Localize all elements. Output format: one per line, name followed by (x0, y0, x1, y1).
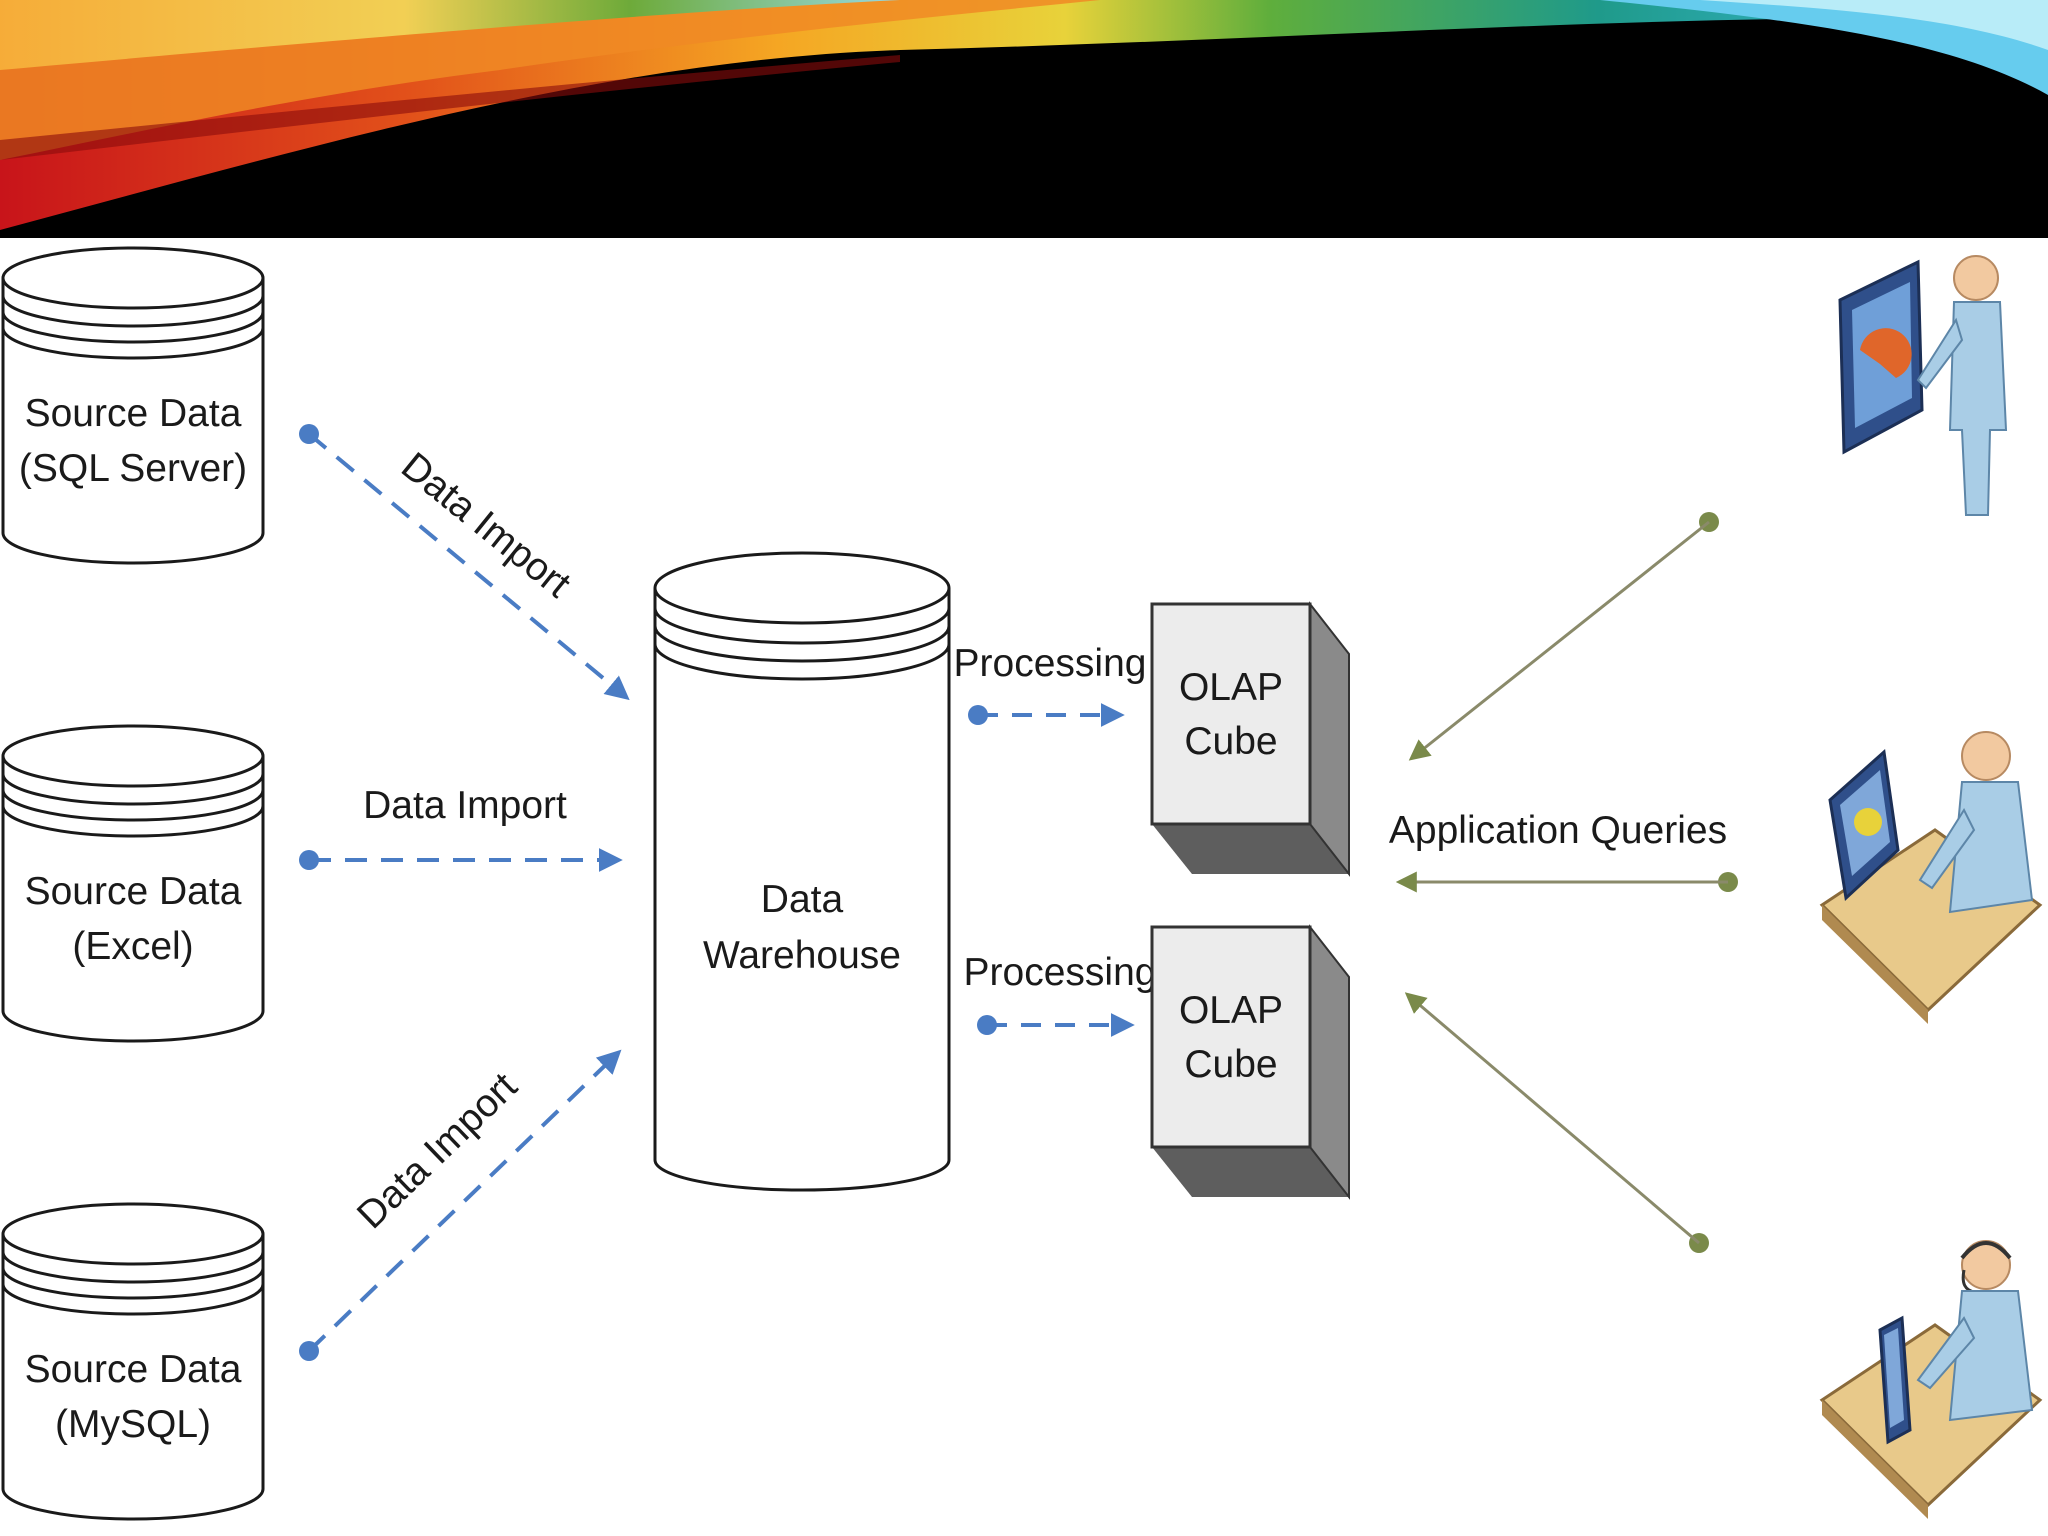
cylinder-ring-3 (1, 1283, 265, 1316)
board-pie-chart (1860, 328, 1912, 378)
worker-arm (1918, 807, 1976, 890)
cylinder-ring-3 (1, 327, 265, 360)
processing-arrows: Processing Processing (954, 642, 1157, 1037)
warehouse-ring-1 (653, 607, 951, 645)
source-label-line2: (Excel) (72, 925, 193, 968)
desk-worker-icon (1819, 731, 2043, 1024)
warehouse-body (653, 588, 951, 1192)
cylinder-body (1, 278, 265, 565)
source-cylinder: Source Data (MySQL) (1, 1202, 265, 1521)
cylinder-ring-3 (1, 805, 265, 838)
warehouse-label-line1: Data (761, 878, 844, 921)
cube-front-face (1150, 602, 1312, 826)
monitor-graphic (1854, 808, 1882, 836)
warehouse-ring-3 (653, 643, 951, 681)
processing-arrow-bottom: Processing (964, 951, 1157, 1037)
monitor-screen (1884, 1328, 1904, 1428)
header-cyan-swoosh (1600, 0, 2048, 95)
source-label-line1: Source Data (25, 1348, 242, 1391)
warehouse-top (653, 551, 951, 625)
cylinder-ring-1 (1, 773, 265, 806)
presenter-arm (1916, 317, 1964, 390)
import-line (307, 432, 630, 701)
query-line-bottom (1404, 992, 1700, 1245)
source-label-line1: Source Data (25, 870, 242, 913)
operator-body (1948, 1290, 2034, 1422)
data-import-arrows: Data Import Data Import Data Import (299, 424, 630, 1361)
cylinder-body (1, 1234, 265, 1521)
header-yellow-band (0, 0, 900, 70)
operator-arm (1916, 1316, 1976, 1390)
source-label-line2: (MySQL) (55, 1403, 211, 1446)
presenter-icon (1838, 255, 2008, 516)
cylinder-ring-1 (1, 295, 265, 328)
source-label-line2: (SQL Server) (19, 447, 247, 490)
cylinder-top (1, 246, 265, 310)
desk-front-edge (1822, 905, 1928, 1024)
source-label-line1: Source Data (25, 392, 242, 435)
presenter-head (1953, 255, 1999, 301)
cylinder-body (1, 756, 265, 1043)
header-banner (0, 0, 2048, 238)
import-arrow-excel: Data Import (299, 784, 623, 872)
cylinder-ring-2 (1, 311, 265, 344)
cylinder-ring-2 (1, 1267, 265, 1300)
application-queries: Application Queries (1389, 512, 1738, 1253)
data-warehouse: Data Warehouse (653, 551, 951, 1192)
worker-head (1961, 731, 2011, 781)
worker-body (1948, 781, 2034, 914)
import-label-mysql: Data Import (349, 1065, 526, 1238)
cube-bottom-face (1152, 824, 1349, 874)
cube-label-line2: Cube (1184, 1043, 1277, 1086)
cube-bottom-face (1152, 1147, 1349, 1197)
warehouse-label-line2: Warehouse (703, 934, 901, 977)
cylinder-ring-2 (1, 789, 265, 822)
presenter-body (1948, 301, 2008, 516)
desk-front-edge (1822, 1400, 1928, 1519)
processing-label-bottom: Processing (964, 951, 1157, 994)
headset-band (1960, 1241, 2012, 1260)
application-queries-label: Application Queries (1389, 809, 1727, 852)
processing-label-top: Processing (954, 642, 1147, 685)
source-cylinder: Source Data (SQL Server) (1, 246, 265, 565)
headset-operator-icon (1819, 1240, 2043, 1519)
processing-arrow-top: Processing (954, 642, 1147, 727)
import-label-excel: Data Import (363, 784, 567, 827)
olap-cube-top: OLAP Cube (1150, 601, 1350, 877)
cylinder-top (1, 724, 265, 788)
header-light-swoosh (1700, 0, 2048, 50)
source-databases: Source Data (SQL Server) Source Data (Excel… (1, 246, 265, 1521)
import-arrow-sqlserver: Data Import (299, 424, 630, 701)
cube-label-line1: OLAP (1179, 989, 1283, 1032)
import-arrow-mysql: Data Import (299, 1049, 622, 1361)
cube-label-line1: OLAP (1179, 666, 1283, 709)
olap-cube-bottom: OLAP Cube (1150, 924, 1350, 1200)
source-cylinder: Source Data (Excel) (1, 724, 265, 1043)
cube-label-line2: Cube (1184, 720, 1277, 763)
cylinder-top (1, 1202, 265, 1266)
cube-front-face (1150, 925, 1312, 1149)
cylinder-ring-1 (1, 1251, 265, 1284)
warehouse-ring-2 (653, 625, 951, 663)
query-line-top (1408, 520, 1710, 761)
header-dark-streak (0, 55, 900, 160)
